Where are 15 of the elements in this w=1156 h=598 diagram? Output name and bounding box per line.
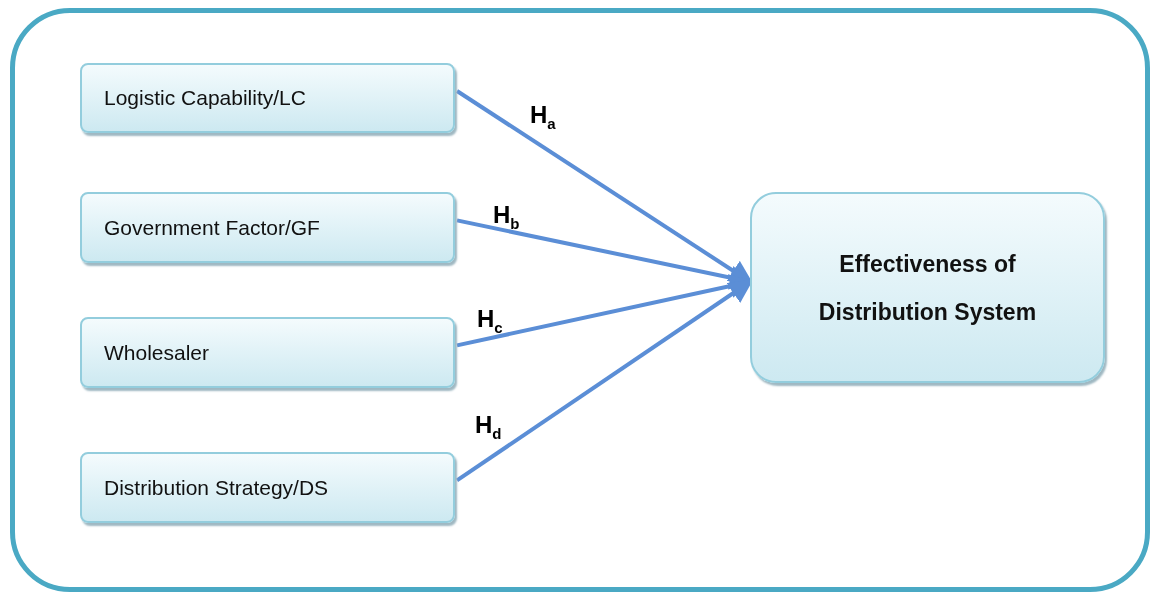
edge-label: H$_{d}$ [475,411,502,442]
edge-label: H$_{a}$ [530,101,556,132]
box-text: Logistic Capability/LC [104,86,306,110]
edge-label: H$_{b}$ [493,201,520,232]
box-text: Government Factor/GF [104,215,320,240]
variable-box [750,192,1105,383]
edge-label: H$_{c}$ [477,305,503,336]
box-text: Wholesaler [104,340,210,365]
box-text: Effectiveness of Distribution System [817,249,1038,327]
variable-box [80,192,455,263]
variable-box [80,63,455,133]
box-text: Distribution Strategy/DS [104,475,329,500]
variable-box [80,452,455,523]
frame-border [10,8,1150,592]
variable-box [80,317,455,388]
